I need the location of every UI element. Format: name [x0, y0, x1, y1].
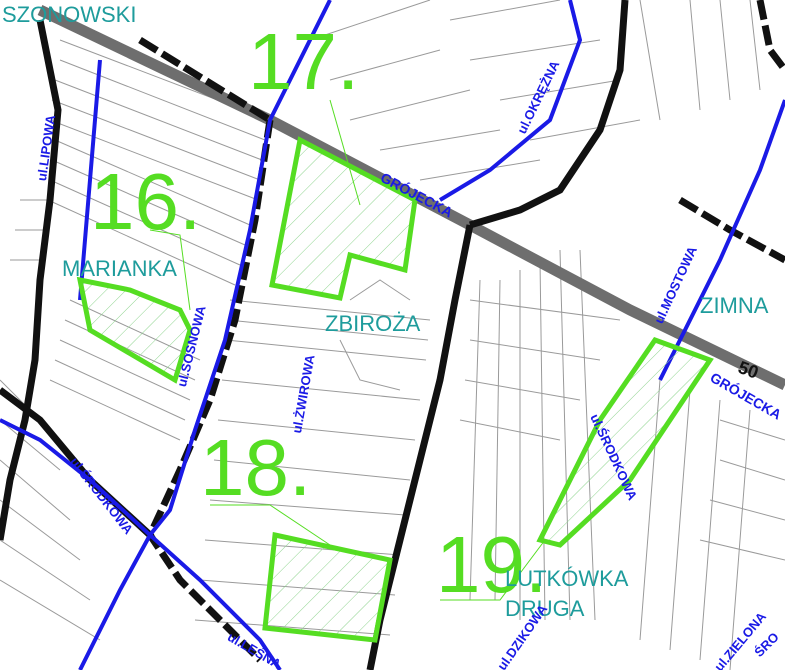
parcel-17-label[interactable]: 17.	[248, 17, 360, 106]
parcel-16-outline	[76, 276, 193, 384]
place-label: SZONOWSKI	[2, 2, 137, 27]
parcel-18-label[interactable]: 18.	[200, 423, 312, 512]
place-label-zimna: ZIMNA	[700, 293, 769, 318]
leader-lines	[149, 99, 546, 601]
parcel-18-outline	[262, 531, 393, 643]
place-label-druga: DRUGA	[505, 596, 585, 621]
parcel-17-outline	[269, 136, 418, 301]
parcel-19-outline	[536, 336, 714, 548]
place-label-lutkowka: LUTKÓWKA	[505, 566, 629, 591]
place-label-marianka: MARIANKA	[62, 256, 177, 281]
parcel-19-label[interactable]: 19.	[436, 520, 548, 609]
parcel-16-label[interactable]: 16.	[90, 157, 202, 246]
place-label-zbiroza: ZBIROŻA	[325, 311, 421, 336]
